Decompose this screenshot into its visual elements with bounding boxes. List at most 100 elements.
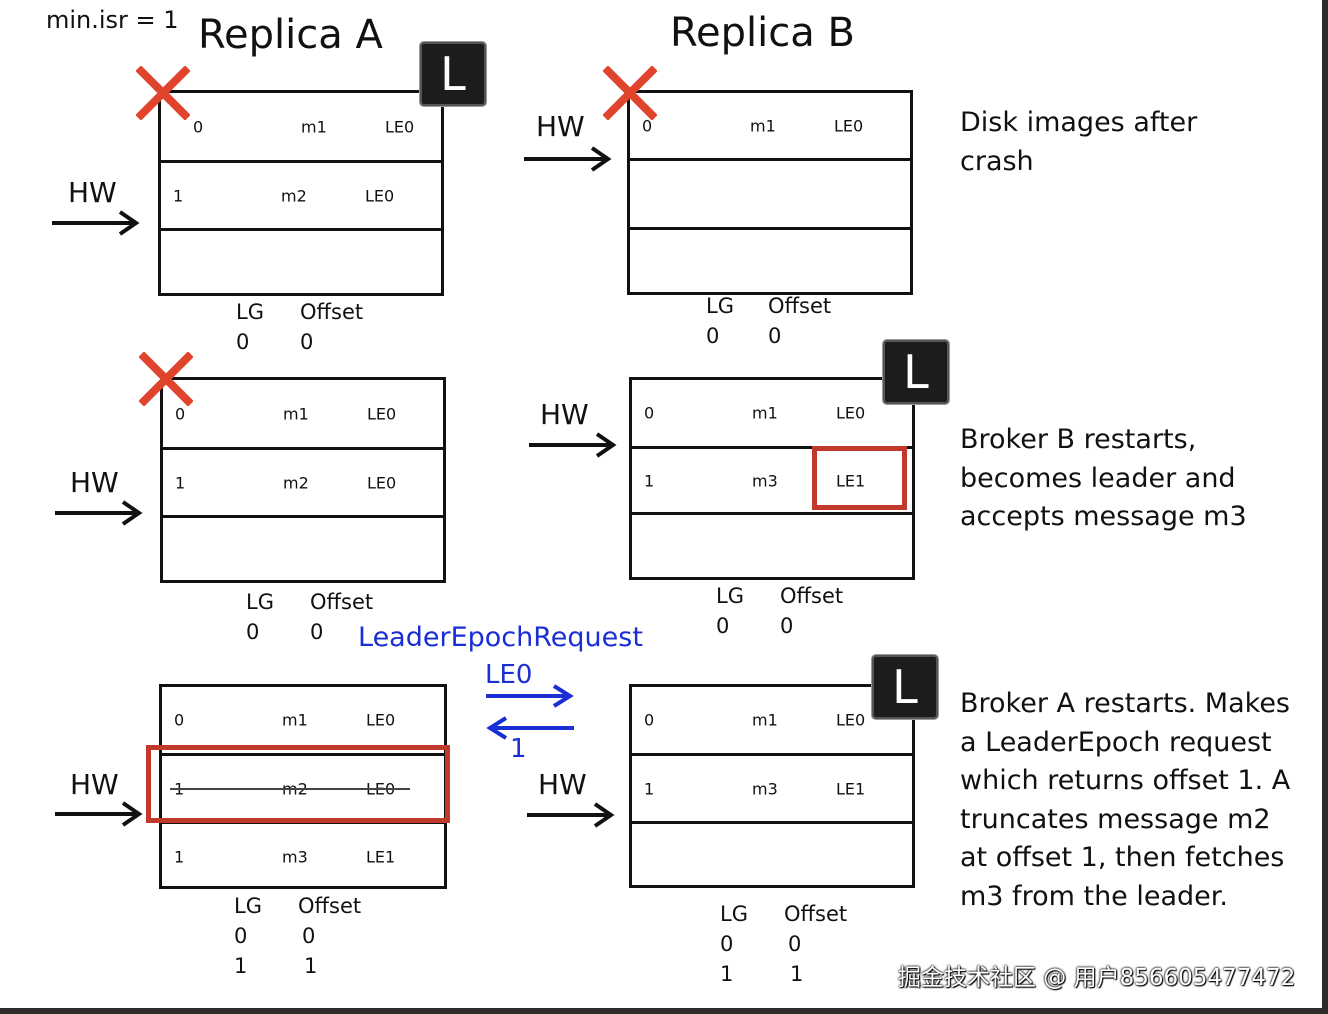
log-entry: 0 m1 LE0: [632, 380, 912, 446]
log-entry: 1 m2 LE0: [161, 160, 441, 228]
response-offset-label: 1: [510, 734, 527, 764]
empty-log-slot: [161, 228, 441, 296]
empty-log-slot: [630, 158, 910, 227]
description-row2: Broker B restarts, becomes leader and ac…: [960, 424, 1247, 532]
entry-epoch: LE1: [366, 847, 396, 866]
offset-header: Offset: [310, 590, 374, 614]
hw-label: HW: [540, 398, 589, 431]
min-isr-label: min.isr = 1: [46, 6, 179, 34]
crash-cross-icon: [603, 66, 657, 120]
entry-offset: 0: [644, 403, 655, 423]
lg-header: LG: [234, 894, 262, 918]
entry-epoch: LE0: [367, 473, 397, 492]
entry-message: m1: [283, 404, 309, 423]
entry-epoch: LE0: [365, 186, 395, 205]
offset-value: 0: [788, 932, 802, 956]
entry-message: m3: [752, 779, 778, 798]
offset-header: Offset: [300, 300, 364, 324]
replica-a-title: Replica A: [198, 12, 383, 58]
lg-value: 1: [234, 954, 248, 978]
log-entry: 1 m3 LE1: [632, 446, 912, 512]
entry-epoch: LE0: [385, 117, 415, 136]
entry-offset: 0: [642, 116, 653, 135]
offset-header: Offset: [784, 902, 848, 926]
strikethrough-line: [170, 788, 410, 790]
leader-badge-icon: L: [883, 340, 949, 404]
new-epoch-highlight: [812, 446, 907, 510]
log-entry: 1 m3 LE1: [162, 821, 444, 889]
lg-value: 0: [234, 924, 248, 948]
entry-message: m1: [752, 710, 778, 730]
entry-epoch: LE0: [836, 710, 866, 730]
log-entry: 0 m1 LE0: [162, 687, 444, 753]
hw-label: HW: [70, 466, 119, 499]
request-arrow-icon: [486, 684, 574, 708]
offset-value: 1: [790, 962, 804, 986]
lg-value: 0: [706, 324, 720, 348]
lg-header: LG: [236, 300, 264, 324]
lg-value: 1: [720, 962, 734, 986]
log-box-row1-b: 0 m1 LE0: [627, 90, 913, 295]
empty-log-slot: [632, 512, 912, 580]
entry-offset: 1: [644, 779, 655, 798]
entry-offset: 1: [173, 186, 184, 205]
offset-header: Offset: [780, 584, 844, 608]
entry-offset: 0: [644, 710, 655, 730]
leader-badge-icon: L: [420, 42, 486, 106]
hw-label: HW: [536, 110, 585, 143]
entry-epoch: LE0: [834, 116, 864, 135]
log-entry: 1 m2 LE0: [163, 447, 443, 515]
entry-epoch: LE1: [836, 471, 866, 490]
truncation-highlight: [146, 745, 450, 823]
entry-message: m3: [282, 847, 308, 866]
description-row3: Broker A restarts. Makes a LeaderEpoch r…: [960, 688, 1291, 912]
replica-b-title: Replica B: [670, 10, 855, 56]
entry-offset: 0: [175, 404, 186, 423]
entry-epoch: LE0: [836, 403, 866, 423]
hw-arrow-icon: [55, 500, 143, 526]
hw-arrow-icon: [529, 432, 617, 458]
log-entry: 1 m3 LE1: [632, 753, 912, 821]
offset-value: 1: [304, 954, 318, 978]
log-box-row3-a: 0 m1 LE0 1 m2 LE0 1 m3 LE1: [159, 684, 447, 889]
entry-offset: 0: [174, 710, 185, 730]
log-box-row2-a: 0 m1 LE0 1 m2 LE0: [160, 377, 446, 583]
hw-label: HW: [70, 768, 119, 801]
entry-message: m3: [752, 471, 778, 490]
entry-epoch: LE0: [367, 404, 397, 423]
crash-cross-icon: [136, 66, 190, 120]
crash-cross-icon: [139, 352, 193, 406]
lg-value: 0: [716, 614, 730, 638]
lg-header: LG: [706, 294, 734, 318]
log-entry: 0 m1 LE0: [630, 93, 910, 158]
lg-header: LG: [720, 902, 748, 926]
empty-log-slot: [632, 821, 912, 888]
entry-offset: 1: [644, 471, 655, 490]
lg-header: LG: [716, 584, 744, 608]
entry-epoch: LE1: [836, 779, 866, 798]
response-arrow-icon: [486, 716, 574, 740]
entry-offset: 0: [193, 117, 204, 136]
lg-value: 0: [236, 330, 250, 354]
entry-epoch: LE0: [366, 710, 396, 730]
log-entry: 0 m1 LE0: [163, 380, 443, 447]
hw-arrow-icon: [52, 210, 140, 236]
log-box-row2-b: 0 m1 LE0 1 m3 LE1: [629, 377, 915, 580]
watermark: 掘金技术社区 @ 用户856605477472: [898, 965, 1296, 991]
description-row1: Disk images after crash: [960, 107, 1198, 177]
entry-offset: 1: [174, 847, 185, 866]
offset-value: 0: [310, 620, 324, 644]
entry-message: m1: [301, 117, 327, 136]
lg-value: 0: [246, 620, 260, 644]
entry-message: m2: [283, 473, 309, 492]
offset-value: 0: [780, 614, 794, 638]
offset-header: Offset: [298, 894, 362, 918]
entry-message: m2: [281, 186, 307, 205]
hw-arrow-icon: [55, 801, 143, 827]
lg-value: 0: [720, 932, 734, 956]
log-entry: 0 m1 LE0: [632, 687, 912, 753]
entry-message: m1: [752, 403, 778, 423]
request-epoch-label: LE0: [485, 660, 533, 690]
hw-arrow-icon: [524, 146, 612, 172]
